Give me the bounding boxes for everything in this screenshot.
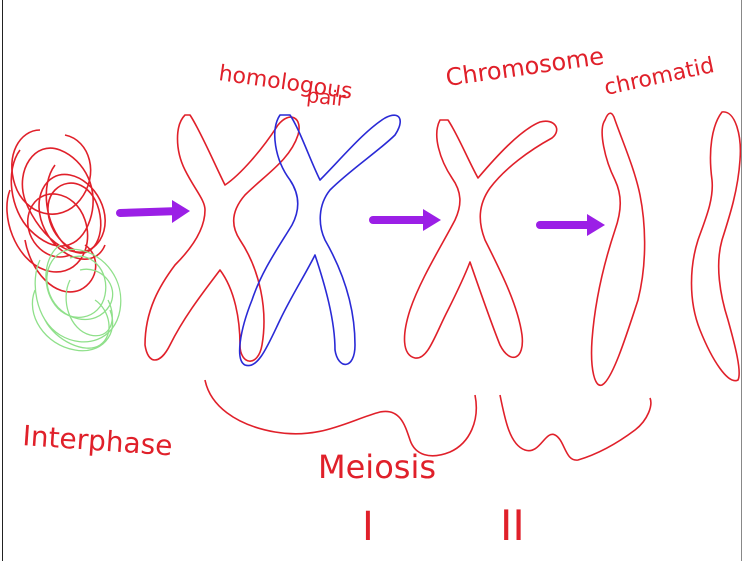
meiosis-one-brace xyxy=(205,380,476,456)
chromosome-x xyxy=(405,120,557,358)
pair-label: pair xyxy=(305,83,347,111)
meiosis-two-squiggle xyxy=(500,395,651,460)
interphase-label: Interphase xyxy=(22,419,174,462)
chromosome-label: Chromosome xyxy=(444,42,606,92)
arrow-right-icon xyxy=(120,200,190,223)
chromatid-label: chromatid xyxy=(602,53,716,101)
meiosis-label: Meiosis xyxy=(318,448,436,486)
meiosis-two-numeral: II xyxy=(500,501,525,550)
chromatid-left xyxy=(592,113,645,385)
interphase-green-scribble xyxy=(32,245,120,351)
red-chromosome xyxy=(145,115,299,361)
interphase-red-scribble xyxy=(7,130,105,292)
chromatid-right xyxy=(692,112,741,381)
arrow-right-icon xyxy=(373,209,441,231)
arrow-right-icon xyxy=(540,214,605,236)
meiosis-one-numeral: I xyxy=(362,504,374,550)
